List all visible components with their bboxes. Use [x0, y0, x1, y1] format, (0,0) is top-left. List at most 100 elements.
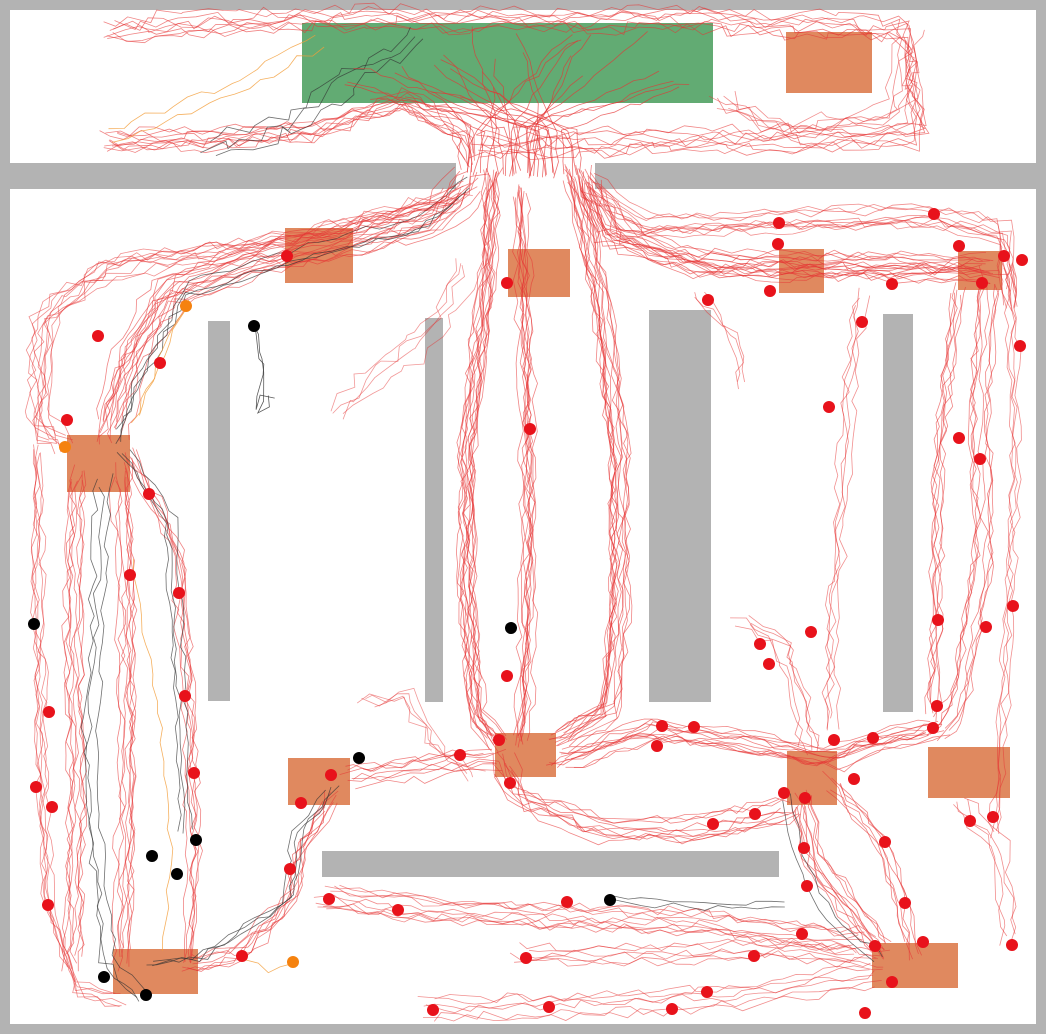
trajectory-trail [953, 804, 1006, 946]
trajectory-trail [331, 895, 863, 942]
trajectory-trail [790, 793, 883, 958]
trajectory-trail [926, 282, 981, 736]
trajectory-trail [30, 444, 116, 994]
trajectory-trail [37, 198, 459, 445]
trajectory-trail [365, 694, 469, 782]
trajectory-trail [38, 452, 127, 1006]
trajectory-trail [34, 184, 456, 436]
trajectory-trail [109, 9, 927, 148]
wall [0, 1024, 1046, 1034]
exit-zone [302, 23, 713, 103]
trajectory-trail [471, 26, 497, 173]
trajectory-trail [106, 20, 923, 161]
trajectory-trail [822, 770, 906, 942]
wall [0, 0, 10, 1034]
trajectory-trail [83, 486, 140, 1002]
agent-red [980, 621, 992, 633]
trajectory-trail [106, 103, 472, 172]
trajectory-trail [330, 890, 859, 939]
trajectory-trail [353, 68, 540, 177]
trajectory-trail [517, 192, 532, 739]
trajectory-trail [514, 953, 871, 968]
trajectory-trail [546, 731, 925, 767]
trajectory-trail [821, 305, 856, 731]
trajectory-trail [73, 470, 86, 956]
trajectory-trail [108, 102, 471, 166]
trajectory-trail [518, 186, 533, 736]
agent-red [656, 720, 668, 732]
trajectory-trail [323, 903, 856, 951]
trajectory-trail [197, 794, 337, 963]
agent-black [505, 622, 517, 634]
agent-red [932, 614, 944, 626]
agent-red [236, 950, 248, 962]
agent-red [702, 294, 714, 306]
trajectory-trail [450, 68, 577, 175]
trajectory-trail [108, 476, 122, 965]
trajectory-trail [927, 292, 955, 712]
trajectory-trail [590, 186, 991, 284]
trajectory-trail [748, 615, 820, 747]
agent-red [188, 767, 200, 779]
trajectory-trail [120, 191, 466, 442]
agent-red [748, 950, 760, 962]
agent-red [749, 808, 761, 820]
agent-red [953, 240, 965, 252]
trajectory-trail [200, 36, 416, 154]
trajectory-trail [443, 54, 504, 175]
trajectory-trail [121, 453, 186, 834]
trajectory-trail [153, 785, 340, 962]
trajectory-trail [47, 186, 478, 444]
agent-red [974, 453, 986, 465]
agent-red [651, 740, 663, 752]
agent-black [248, 320, 260, 332]
wall [322, 851, 779, 877]
agent-black [28, 618, 40, 630]
trajectory-trail [936, 283, 991, 742]
trajectory-trail [929, 289, 958, 714]
trajectory-trail [932, 279, 982, 734]
agent-red [666, 1003, 678, 1015]
trajectory-trail [514, 197, 529, 748]
trajectory-trail [510, 40, 579, 177]
trajectory-trail [469, 171, 507, 740]
trajectory-trail [458, 175, 491, 750]
agent-red [886, 976, 898, 988]
agent-red [520, 952, 532, 964]
trajectory-trail [434, 965, 883, 1004]
agent-black [190, 834, 202, 846]
agent-red [43, 706, 55, 718]
trajectory-trail [103, 2, 921, 141]
trajectory-trail [510, 770, 799, 844]
trajectory-trail [561, 164, 624, 731]
agent-black [98, 971, 110, 983]
wall [595, 163, 1046, 189]
trajectory-trail [580, 170, 994, 262]
trajectory-trail [824, 297, 860, 729]
agent-orange [287, 956, 299, 968]
trajectory-trail [586, 181, 985, 272]
agent-red [848, 773, 860, 785]
target-zone [787, 751, 837, 805]
agent-red [998, 250, 1010, 262]
trajectory-trail [131, 457, 201, 963]
wall [649, 310, 711, 702]
trajectory-trail [504, 762, 801, 841]
trajectory-trail [734, 625, 808, 756]
trajectory-trail [102, 175, 465, 421]
trajectory-trail [522, 52, 547, 177]
trajectory-trail [995, 264, 1022, 831]
trajectory-trail [344, 84, 549, 178]
trajectory-trail [730, 617, 803, 748]
trajectory-trail [115, 176, 468, 430]
trajectory-trail [704, 291, 745, 383]
agent-red [799, 792, 811, 804]
agent-red [764, 285, 776, 297]
trajectory-trail [694, 296, 744, 390]
trajectory-trail [548, 174, 616, 740]
trajectory-trail [313, 894, 847, 947]
trajectory-trail [924, 293, 952, 715]
target-zone [928, 747, 1010, 798]
agent-red [30, 781, 42, 793]
trajectory-trail [480, 34, 573, 174]
